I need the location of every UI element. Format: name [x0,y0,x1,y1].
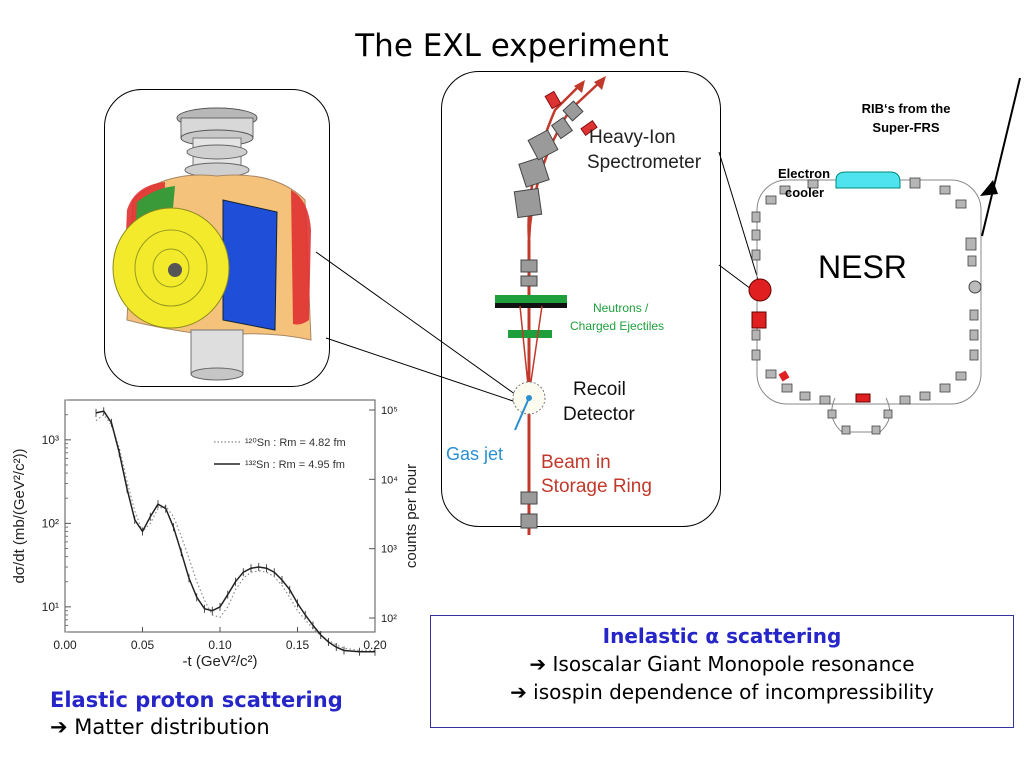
inelastic-line-2: ➔ isospin dependence of incompressibilit… [510,680,934,704]
alpha-symbol: α [705,624,720,648]
detector-render-panel [104,89,330,387]
rib-label-1: RIB‘s from the [862,101,951,116]
inelastic-heading: Inelastic α scattering [602,624,842,648]
x-axis-ticks: 0.00 0.05 0.10 0.15 0.20 [53,627,387,652]
y-tick-label: 10¹ [42,600,59,614]
legend-label-120: ¹²⁰Sn : Rm = 4.82 fm [245,437,346,449]
y2-tick-label: 10³ [381,544,397,556]
cross-section-chart: 0.00 0.05 0.10 0.15 0.20 10¹ 10² 10³ 10² 10³ 10⁴… [0,388,420,684]
y2-tick-label: 10⁵ [381,405,398,417]
setup-schematic-panel [441,71,721,527]
slide-title: The EXL experiment [355,28,669,64]
cooler-label-1: Electron [778,166,830,181]
inelastic-line-1: ➔ Isoscalar Giant Monopole resonance [529,652,915,676]
y-tick-label: 10³ [42,433,59,447]
elastic-scattering-caption: Elastic proton scattering ➔ Matter distr… [50,688,343,739]
nesr-small-loop [831,397,891,433]
x-tick-label: 0.00 [53,638,77,652]
y-axis-ticks: 10¹ 10² 10³ [42,399,71,633]
nesr-ring-elements [751,177,979,405]
inelastic-scattering-box: Inelastic α scattering ➔ Isoscalar Giant… [430,615,1014,728]
rib-arrow-head [980,180,998,196]
y2-axis-ticks: 10² 10³ 10⁴ 10⁵ [369,405,398,625]
exl-detector-illustration [112,107,312,381]
cooler-label-2: cooler [785,185,824,200]
elastic-heading: Elastic proton scattering [50,688,343,712]
y-tick-label: 10² [42,516,59,530]
chart-series-group [95,407,376,656]
x-tick-label: 0.10 [208,638,232,652]
rib-injection-line [981,77,1021,237]
x-tick-label: 0.15 [286,638,310,652]
y2-tick-label: 10⁴ [381,474,398,486]
connector-ring-upper [718,151,761,287]
x-axis-label: -t (GeV²/c²) [183,653,258,670]
y-axis-label: dσ/dt (mb/(GeV²/c²)) [11,448,28,583]
electron-cooler-icon [835,171,901,189]
connector-ring-lower [718,264,756,293]
legend-label-132: ¹³²Sn : Rm = 4.95 fm [245,459,345,471]
y2-tick-label: 10² [381,613,397,625]
y2-axis-label: counts per hour [403,464,420,568]
nesr-ring-outline [756,179,982,405]
x-tick-label: 0.20 [363,638,387,652]
rib-label-2: Super-FRS [872,120,940,135]
nesr-label: NESR [818,249,907,285]
series-line-0 [95,413,375,652]
ring-target-icon [748,278,772,302]
elastic-line-1: ➔ Matter distribution [50,715,270,739]
x-tick-label: 0.05 [131,638,155,652]
